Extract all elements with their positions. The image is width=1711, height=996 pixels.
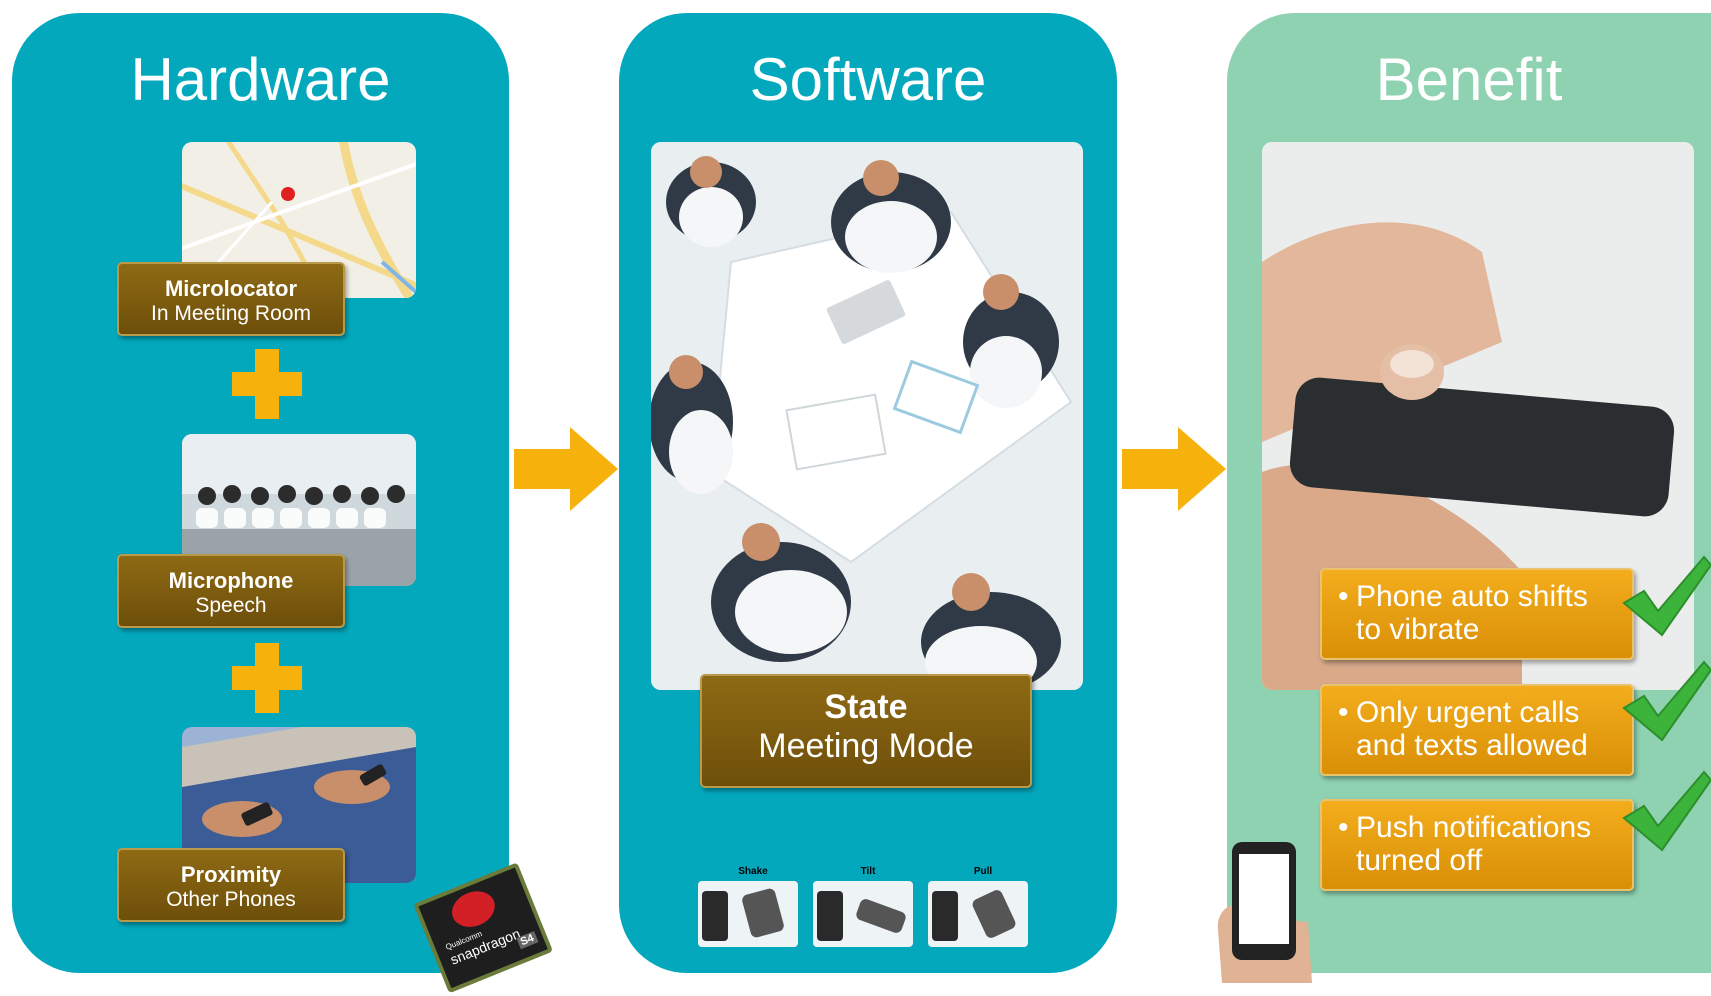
hardware-title: Hardware (130, 46, 391, 113)
checkmark-icon (1622, 770, 1711, 852)
microlocator-label: Microlocator In Meeting Room (117, 262, 345, 336)
benefit-push-line2: turned off (1356, 844, 1483, 877)
phone-icon (1212, 840, 1316, 983)
microlocator-title: Microlocator (164, 276, 298, 301)
state-label: State Meeting Mode (700, 674, 1032, 788)
map-pin-icon (281, 187, 295, 201)
state-mode: Meeting Mode (758, 727, 974, 765)
plus-icon (232, 349, 302, 419)
gesture-pull: Pull (928, 866, 1038, 947)
proximity-label: Proximity Other Phones (117, 848, 345, 922)
benefit-item-push: • Push notifications turned off (1320, 799, 1634, 891)
shake-icon (698, 881, 798, 947)
benefit-push-line1: Push notifications (1356, 811, 1592, 844)
benefit-item-vibrate: • Phone auto shifts to vibrate (1320, 568, 1634, 660)
software-title: Software (749, 46, 987, 113)
right-arrow-icon (1122, 427, 1226, 511)
checkmark-icon (1622, 555, 1711, 637)
microphone-title: Microphone (168, 568, 294, 593)
state-title: State (824, 688, 908, 726)
map-graphic (182, 142, 416, 298)
benefit-title: Benefit (1375, 46, 1563, 113)
tilt-icon (813, 881, 913, 947)
gesture-shake: Shake (698, 866, 808, 947)
proximity-title: Proximity (180, 862, 282, 887)
checkmark-icon (1622, 660, 1711, 742)
microphone-subtitle: Speech (195, 594, 267, 617)
benefit-urgent-line1: Only urgent calls (1356, 696, 1580, 729)
benefit-urgent-line2: and texts allowed (1356, 729, 1588, 762)
chip-logo (446, 885, 501, 934)
benefit-vibrate-line1: Phone auto shifts (1356, 580, 1588, 613)
pull-icon (928, 881, 1028, 947)
map-image (182, 142, 416, 298)
right-arrow-icon (514, 427, 618, 511)
microlocator-subtitle: In Meeting Room (151, 302, 311, 325)
benefit-vibrate-line2: to vibrate (1356, 613, 1480, 646)
gesture-pull-label: Pull (973, 866, 993, 877)
bullet-icon: • (1338, 580, 1349, 613)
benefit-item-urgent: • Only urgent calls and texts allowed (1320, 684, 1634, 776)
microphone-label: Microphone Speech (117, 554, 345, 628)
bullet-icon: • (1338, 696, 1349, 729)
gesture-shake-label: Shake (738, 866, 768, 877)
proximity-subtitle: Other Phones (166, 888, 296, 911)
meeting-table-image (651, 142, 1083, 690)
meeting-table-graphic (651, 142, 1083, 690)
gesture-tilt: Tilt (813, 866, 923, 947)
bullet-icon: • (1338, 811, 1349, 844)
plus-icon (232, 643, 302, 713)
gesture-tilt-label: Tilt (860, 866, 876, 877)
